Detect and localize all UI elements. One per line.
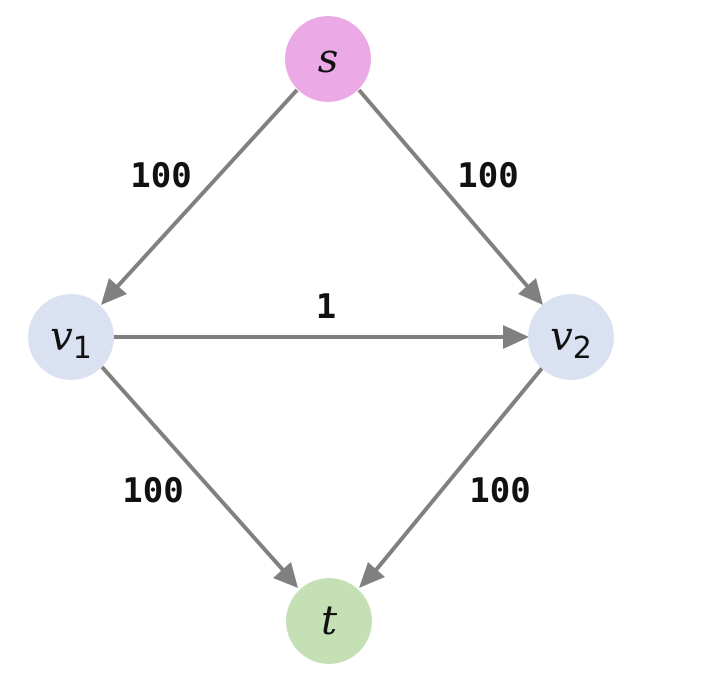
svg-text:v1: v1	[50, 314, 92, 366]
node-s: s	[285, 16, 371, 102]
edge-s-v1	[101, 88, 299, 305]
svg-text:v2: v2	[550, 314, 592, 366]
node-v2: v2	[528, 294, 614, 380]
node-v1: v1	[28, 294, 114, 380]
node-v1-label: v	[50, 314, 73, 360]
edge-v1-t	[100, 365, 298, 588]
edge-label-s-v1: 100	[130, 156, 191, 196]
node-s-circle	[285, 16, 371, 102]
node-t: t	[286, 578, 372, 664]
node-s-label: s	[318, 36, 339, 82]
node-t-circle	[286, 578, 372, 664]
node-v2-subscript: 2	[573, 331, 592, 366]
edge-s-v2	[357, 88, 543, 305]
node-v2-circle	[528, 294, 614, 380]
edge-label-v1-t: 100	[122, 471, 183, 511]
edge-v2-t	[359, 365, 545, 588]
edge-label-s-v2: 100	[457, 156, 518, 196]
edge-label-v1-v2: 1	[316, 287, 336, 327]
edge-label-v2-t: 100	[469, 471, 530, 511]
edge-v1-v2	[113, 325, 529, 349]
node-v1-circle	[28, 294, 114, 380]
node-v2-label: v	[550, 314, 573, 360]
node-t-label: t	[321, 598, 338, 644]
node-v1-subscript: 1	[73, 331, 92, 366]
